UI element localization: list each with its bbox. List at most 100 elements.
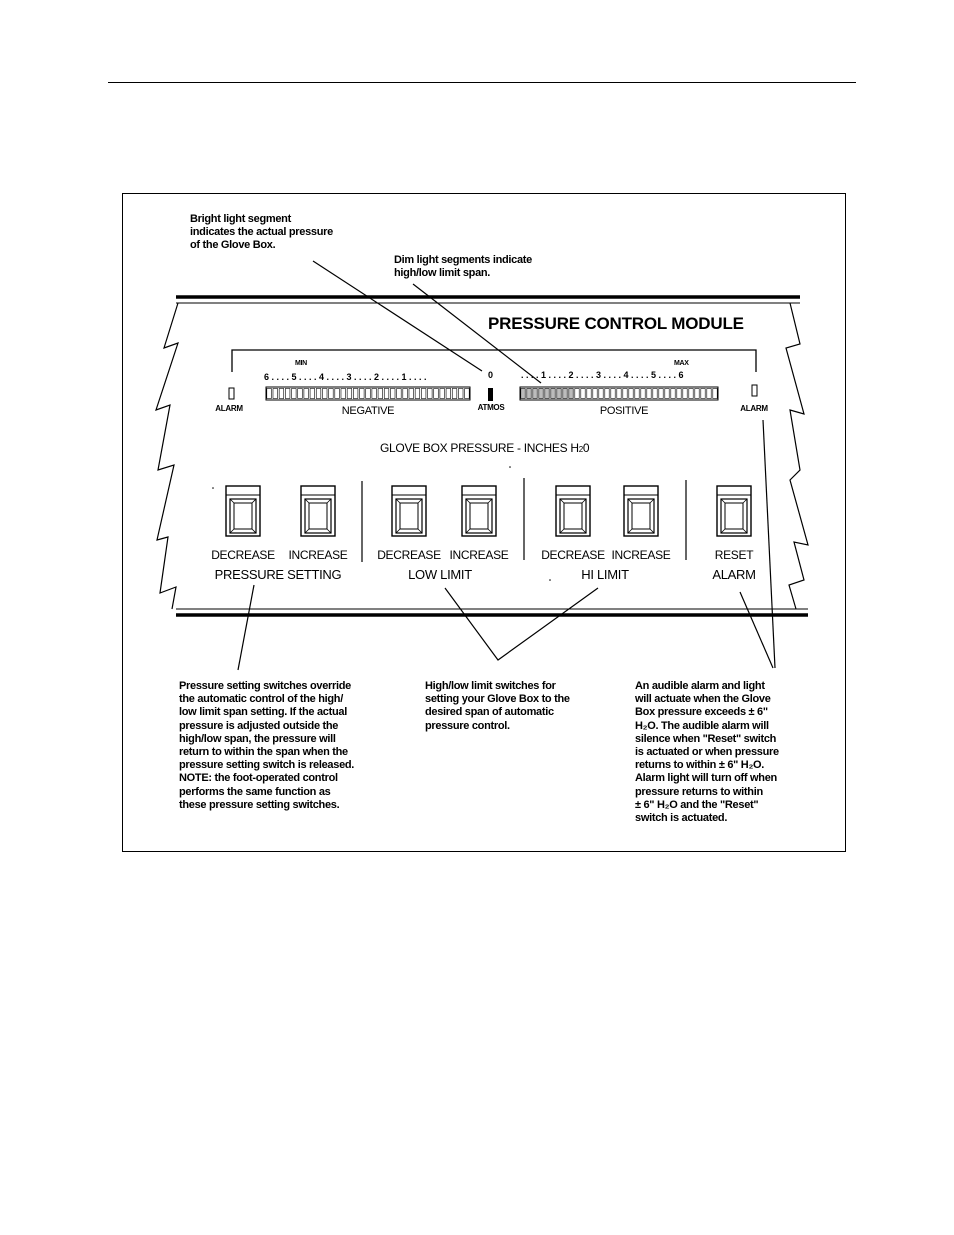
leader-lines (237, 260, 776, 671)
callout-dim-segments: Dim light segments indicate high/low lim… (394, 254, 532, 280)
light-segment (390, 388, 396, 399)
light-segment (285, 388, 291, 399)
light-segment (676, 388, 682, 399)
speck-marks (212, 466, 551, 581)
bar-outline (265, 386, 471, 401)
light-segment (433, 388, 439, 399)
switch-icon (555, 485, 591, 537)
button-label: DECREASE (541, 548, 605, 562)
callout-bright-segment: Bright light segment indicates the actua… (190, 213, 333, 252)
light-segment (712, 388, 718, 399)
switch-icon (461, 485, 497, 537)
alarm-label-left: ALARM (215, 404, 243, 413)
light-segment (700, 388, 706, 399)
light-segment (640, 388, 646, 399)
negative-label: NEGATIVE (341, 405, 395, 417)
dim-light-segment (532, 388, 538, 399)
switch-icon (300, 485, 336, 537)
light-segment (365, 388, 371, 399)
module-title: PRESSURE CONTROL MODULE (488, 314, 744, 333)
light-segment (303, 388, 309, 399)
low-limit-increase-button[interactable] (461, 485, 497, 537)
button-label: DECREASE (377, 548, 441, 562)
light-segment (586, 388, 592, 399)
light-segment (688, 388, 694, 399)
light-segment (658, 388, 664, 399)
button-label: DECREASE (211, 548, 275, 562)
light-segment (309, 388, 315, 399)
positive-scale: . . . . 1 . . . . 2 . . . . 3 . . . . 4 … (521, 370, 684, 380)
gauge-bracket (231, 349, 757, 372)
note-alarm: An audible alarm and light will actuate … (635, 680, 779, 825)
dim-light-segment (544, 388, 550, 399)
pressure-setting-decrease-button[interactable] (225, 485, 261, 537)
light-segment (604, 388, 610, 399)
button-group-dividers (361, 478, 687, 562)
light-segment (297, 388, 303, 399)
figure-frame (122, 193, 846, 852)
light-segment (464, 388, 470, 399)
note-limit-switches: High/low limit switches for setting your… (425, 680, 570, 732)
light-segment (622, 388, 628, 399)
light-segment (278, 388, 285, 399)
button-label: INCREASE (288, 548, 348, 562)
dim-light-segment (550, 388, 556, 399)
switch-icon (716, 485, 752, 537)
light-segment (272, 388, 278, 399)
atmos-label: ATMOS (477, 403, 505, 412)
light-segment (371, 388, 377, 399)
pressure-setting-increase-button[interactable] (300, 485, 336, 537)
page-top-rule (108, 82, 856, 83)
atmos-bright-segment (488, 388, 493, 401)
max-label: MAX (674, 360, 689, 367)
light-segment (377, 388, 383, 399)
light-segment (266, 388, 272, 399)
light-segment (664, 388, 670, 399)
light-segment (383, 388, 390, 399)
zero-mark: 0 (488, 370, 494, 380)
light-segment (427, 388, 433, 399)
light-segment (322, 388, 328, 399)
button-label: INCREASE (611, 548, 671, 562)
light-segment (346, 388, 353, 399)
alarm-label-right: ALARM (740, 404, 768, 413)
light-segment (353, 388, 359, 399)
light-segment (291, 388, 297, 399)
switch-icon (391, 485, 427, 537)
low-limit-decrease-button[interactable] (391, 485, 427, 537)
alarm-reset-button[interactable] (716, 485, 752, 537)
light-segment (634, 388, 640, 399)
light-segment (628, 388, 634, 399)
panel-torn-outline (155, 295, 809, 617)
dim-light-segment (568, 388, 574, 399)
light-segment (359, 388, 365, 399)
light-segment (598, 388, 604, 399)
light-segment (334, 388, 340, 399)
light-segment (451, 388, 458, 399)
light-segment (706, 388, 712, 399)
negative-scale: 6 . . . . 5 . . . . 4 . . . . 3 . . . . … (264, 372, 427, 382)
light-segment (315, 388, 322, 399)
light-segment (414, 388, 421, 399)
light-segment (646, 388, 652, 399)
light-segment (445, 388, 451, 399)
light-segment (592, 388, 598, 399)
alarm-caption: ALARM (712, 567, 756, 582)
positive-label: POSITIVE (599, 405, 649, 417)
light-segment (408, 388, 414, 399)
hi-limit-decrease-button[interactable] (555, 485, 591, 537)
dim-light-segment (538, 388, 544, 399)
button-label: INCREASE (449, 548, 509, 562)
light-segment (670, 388, 676, 399)
light-segment (402, 388, 408, 399)
bar-outline (519, 386, 719, 401)
low-limit-caption: LOW LIMIT (408, 567, 472, 582)
light-segment (396, 388, 402, 399)
min-label: MIN (295, 360, 307, 367)
light-segment (574, 388, 580, 399)
light-segment (616, 388, 622, 399)
hi-limit-caption: HI LIMIT (581, 567, 629, 582)
light-segment (439, 388, 445, 399)
hi-limit-increase-button[interactable] (623, 485, 659, 537)
